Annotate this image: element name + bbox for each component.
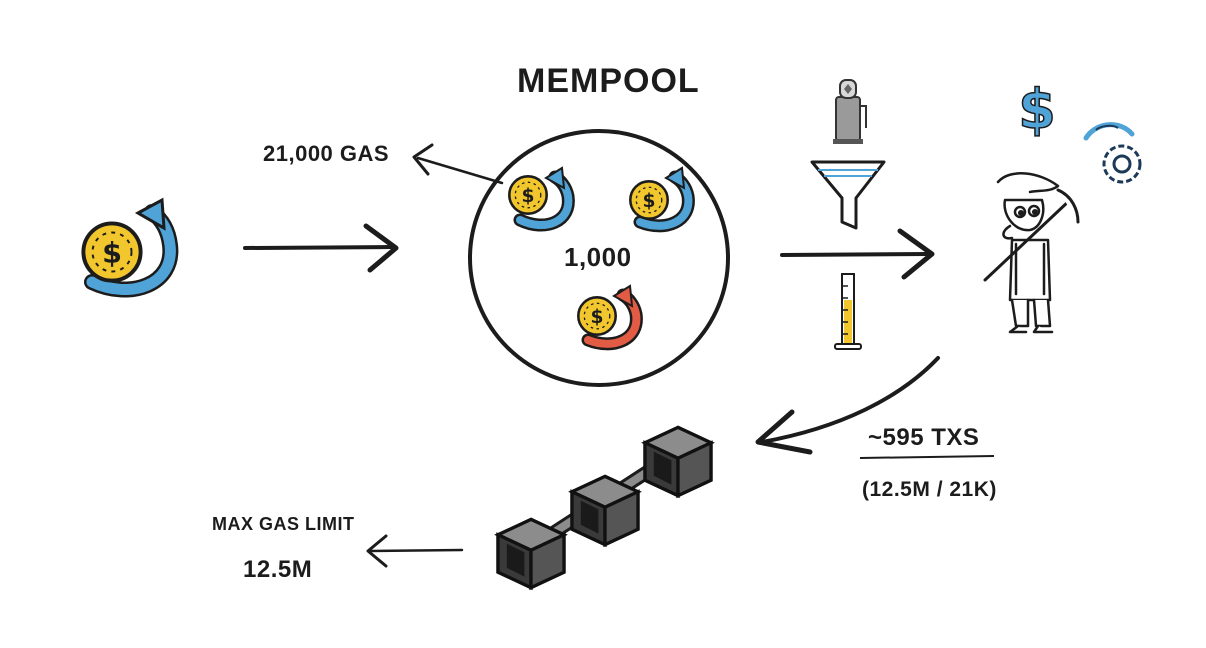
max-gas-limit-label: MAX GAS LIMIT <box>212 514 355 534</box>
mempool-title: MEMPOOL <box>517 62 700 100</box>
transaction-coin-icon <box>81 197 179 298</box>
mempool-coin-icon <box>508 166 575 232</box>
gas-pump-icon <box>833 79 867 144</box>
transaction-gas-label: 21,000 GAS <box>263 141 390 166</box>
arrow-to-mempool <box>243 223 399 273</box>
arrow-to-miner <box>780 228 935 280</box>
arrow-to-max-gas <box>366 534 464 568</box>
graduated-cylinder-icon <box>834 273 862 350</box>
miner-character <box>983 172 1080 334</box>
mempool-circle <box>468 129 730 387</box>
mempool-count-label: 1,000 <box>564 242 632 272</box>
mempool-coin-icon <box>577 284 643 351</box>
gears-icon <box>1083 122 1142 184</box>
dollar-sign-icon: $ <box>1017 77 1056 142</box>
blockchain-cubes <box>496 425 713 590</box>
block-cube <box>496 517 566 590</box>
mempool-coin-icon <box>629 166 695 233</box>
block-cube <box>570 474 640 547</box>
funnel-icon <box>810 160 886 230</box>
formula-divider <box>859 455 995 459</box>
max-gas-limit-value: 12.5M <box>243 556 313 583</box>
block-cube <box>643 425 713 498</box>
gas-pointer-arrow <box>412 143 504 185</box>
arrow-to-blockchain <box>755 356 940 455</box>
svg-text:$: $ <box>1018 78 1056 141</box>
txs-formula-label: (12.5M / 21K) <box>862 478 997 501</box>
txs-per-block-label: ~595 TXS <box>868 424 980 451</box>
